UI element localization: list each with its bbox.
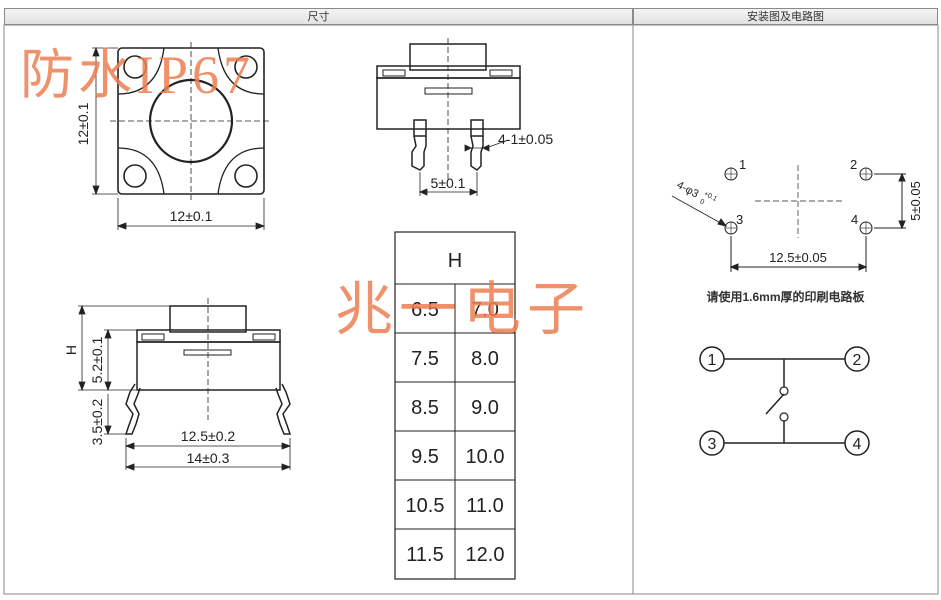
h-table-header: H xyxy=(448,250,462,272)
h-table: H 6.5 7.0 7.5 8.0 8.5 9.0 9.5 10.0 10.5 … xyxy=(394,231,516,580)
dim-total-width: 14±0.3 xyxy=(187,450,230,466)
front-view-dims xyxy=(418,139,509,196)
corner-hole-tl xyxy=(123,55,147,79)
dim-pin-pitch: 12.5±0.2 xyxy=(181,428,236,444)
side-view xyxy=(124,298,292,435)
h-cell: 9.0 xyxy=(471,397,499,419)
pcb-pin-4: 4 xyxy=(851,212,858,227)
corner-hole-bl xyxy=(123,164,147,188)
terminal-4-label: 4 xyxy=(853,436,862,453)
h-cell: 11.5 xyxy=(406,544,443,566)
pcb-layout xyxy=(671,165,906,272)
corner-hole-br xyxy=(234,164,258,188)
pcb-pin-1: 1 xyxy=(739,157,746,172)
h-cell: 9.5 xyxy=(411,446,439,468)
svg-text:+0.1: +0.1 xyxy=(703,190,719,203)
h-cell: 11.0 xyxy=(466,495,503,517)
pcb-hole-spec: 4-φ3 +0.1 0 xyxy=(675,179,719,206)
switch-contact-top xyxy=(779,386,789,396)
dim-width-bottom: 12±0.1 xyxy=(170,208,213,224)
terminal-2-label: 2 xyxy=(853,352,862,369)
h-cell: 8.0 xyxy=(471,348,499,370)
corner-hole-tr xyxy=(234,55,258,79)
side-view-dims xyxy=(78,304,292,471)
circuit-diagram xyxy=(699,346,870,456)
pcb-pin-2: 2 xyxy=(850,157,857,172)
h-cell: 6.5 xyxy=(411,299,439,321)
pcb-pin-3: 3 xyxy=(736,212,743,227)
h-cell: 7.5 xyxy=(411,348,439,370)
watermark-ip67: 防水IP67 xyxy=(20,45,255,105)
header-installation: 安装图及电路图 xyxy=(633,8,938,25)
h-cell: 10.5 xyxy=(406,495,445,517)
watermark-company: 兆一电子 xyxy=(335,277,592,342)
dim-h: H xyxy=(63,345,79,355)
terminal-3-label: 3 xyxy=(708,436,717,453)
outer-border xyxy=(3,24,939,595)
dim-pin-spacing: 5±0.1 xyxy=(431,175,466,191)
h-cell: 7.0 xyxy=(471,299,499,321)
switch-lever xyxy=(765,393,785,415)
dim-height-side: 12±0.1 xyxy=(75,102,91,145)
h-cell: 12.0 xyxy=(466,544,505,566)
front-view xyxy=(376,38,521,180)
dim-pcb-pitch-v: 5±0.05 xyxy=(908,181,923,221)
h-cell: 8.5 xyxy=(411,397,439,419)
dim-pin-length: 3.5±0.2 xyxy=(89,398,105,445)
dim-pcb-pitch-h: 12.5±0.05 xyxy=(769,250,827,265)
dim-pin-width: 4-1±0.05 xyxy=(498,131,553,147)
switch-contact-bottom xyxy=(779,412,789,422)
pcb-thickness-note: 请使用1.6mm厚的印刷电路板 xyxy=(706,290,865,304)
top-view-dims xyxy=(92,46,266,230)
dim-body-height: 5.2±0.1 xyxy=(89,336,105,383)
svg-text:0: 0 xyxy=(698,198,705,206)
h-cell: 10.0 xyxy=(466,446,505,468)
top-view xyxy=(110,42,272,200)
svg-text:4-φ3: 4-φ3 xyxy=(675,179,701,200)
terminal-1-label: 1 xyxy=(708,352,717,369)
